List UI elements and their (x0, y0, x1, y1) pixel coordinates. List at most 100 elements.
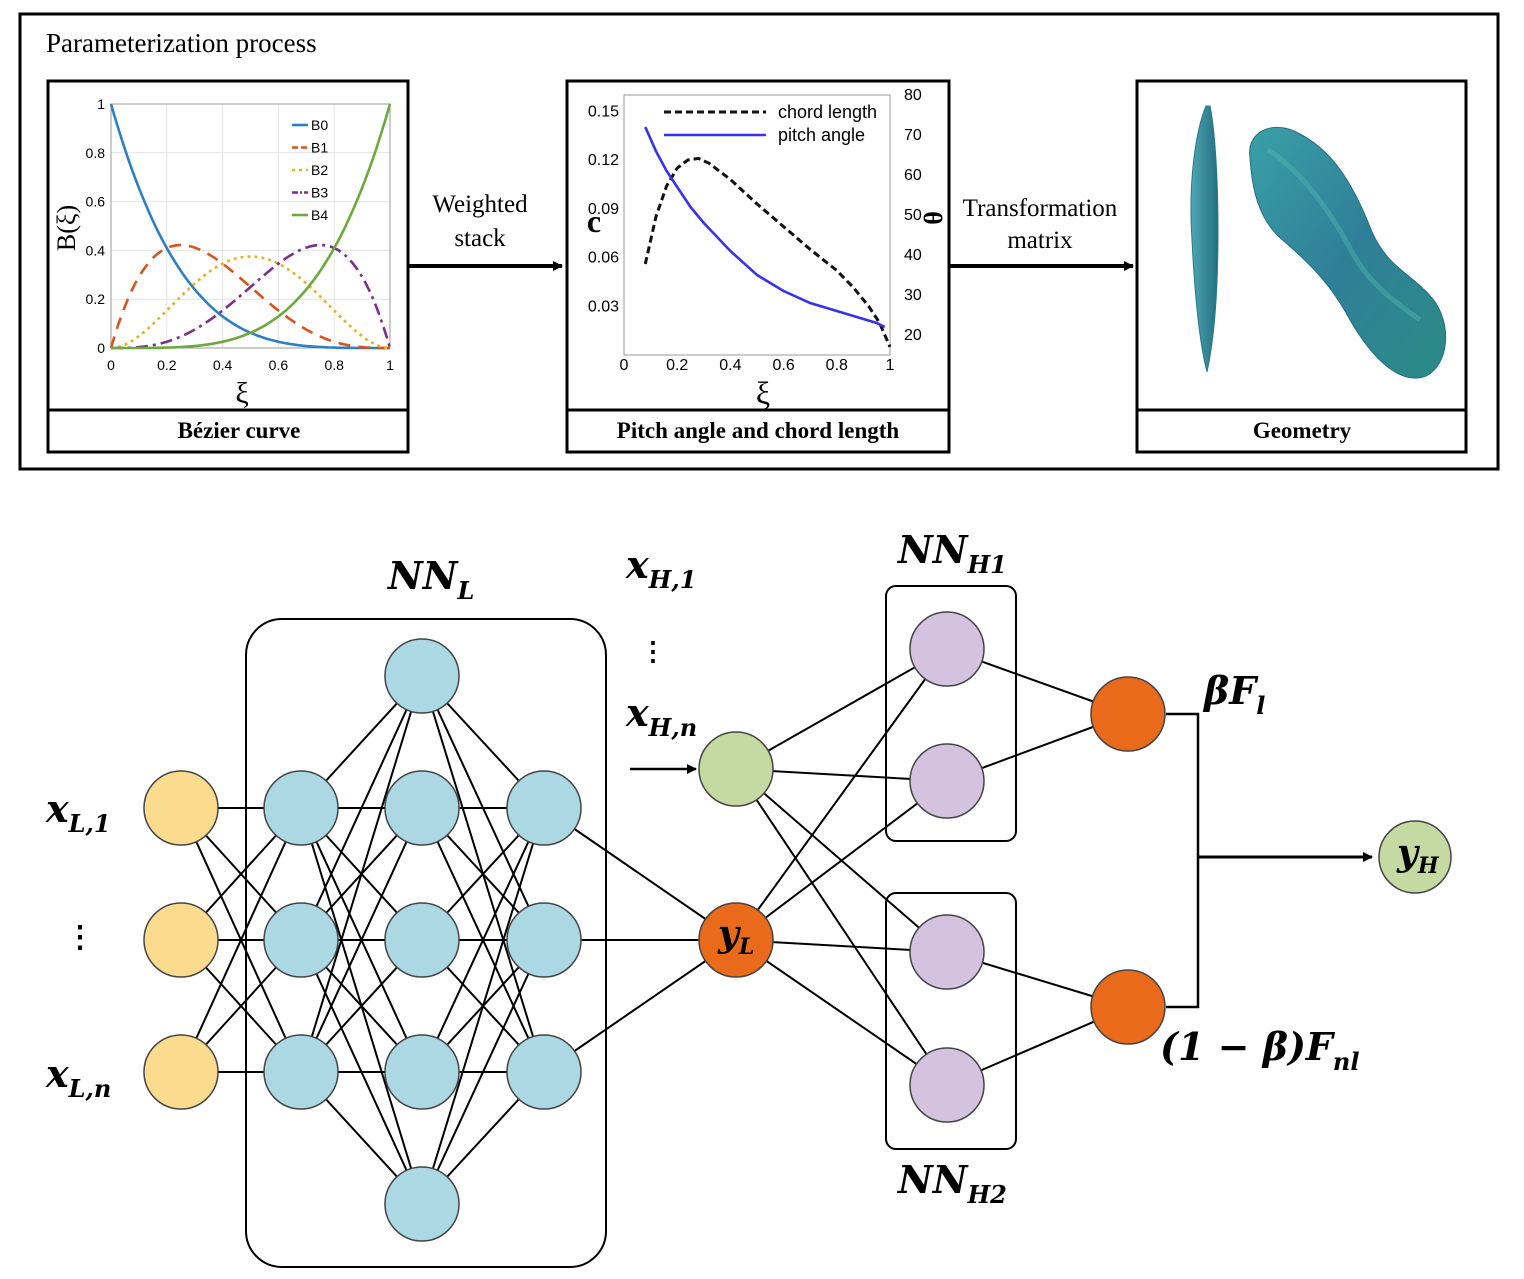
pitch-ylabel-left: c (587, 203, 601, 239)
bezier-legend-label: B3 (311, 185, 328, 201)
blade-side-view (1190, 105, 1219, 373)
bezier-caption: Bézier curve (178, 418, 301, 443)
x-hn-label: xH,n (625, 690, 697, 742)
x-h1-label: xH,1 (625, 542, 696, 594)
edge-hidden3-output (543, 807, 737, 941)
nn-h1-container (885, 585, 1017, 842)
bezier-axes (110, 103, 391, 349)
weighted-label: Weighted (432, 191, 528, 218)
high-fidelity-hidden-node (909, 611, 985, 687)
hidden-node (506, 770, 582, 846)
geometry-box: Geometry (1135, 79, 1468, 454)
hidden-node (506, 902, 582, 978)
edge-hidden2-hidden3 (421, 939, 545, 1205)
pitch-xtick: 0 (620, 357, 629, 374)
hidden-node (384, 902, 460, 978)
pitch-ytick-right: 30 (904, 287, 922, 304)
bezier-ytick: 0.2 (86, 291, 106, 307)
edge-hidden1-hidden2 (300, 675, 423, 1073)
pitch-axes (623, 94, 891, 356)
bezier-ytick: 0 (97, 340, 105, 356)
pitch-box: Pitch angle and chord length 0 0.2 0.4 0.6 0… (565, 79, 951, 454)
edge-hidden1-hidden2 (300, 807, 423, 1073)
x-l-vdots: ⋮ (65, 921, 95, 954)
nn-l-label: NNL (387, 553, 474, 605)
bezier-legend-label: B2 (311, 162, 328, 178)
matrix-label: matrix (1007, 227, 1073, 254)
high-fidelity-hidden-node (909, 743, 985, 819)
hidden-node (263, 770, 339, 846)
high-fidelity-hidden-node (909, 914, 985, 990)
nonlinear-fusion-node (1090, 969, 1166, 1045)
pitch-ytick-left: 0.03 (588, 298, 619, 315)
hidden-node (506, 1034, 582, 1110)
pitch-ytick-left: 0.09 (588, 201, 619, 218)
transformation-label: Transformation (963, 195, 1118, 222)
input-node (143, 902, 219, 978)
edge-to-high-fidelity (735, 768, 948, 1086)
nn-l-container (245, 618, 607, 1268)
pitch-legend-label: pitch angle (778, 125, 865, 145)
edge-hidden3-output (543, 939, 737, 1073)
bezier-xlabel: ξ (235, 377, 248, 410)
bezier-xtick: 0.6 (269, 357, 289, 373)
pitch-ytick-left: 0.06 (588, 250, 619, 267)
bezier-series-B3 (111, 243, 392, 350)
hidden-node (384, 638, 460, 714)
pitch-xlabel: ξ (756, 375, 770, 411)
pitch-caption: Pitch angle and chord length (617, 418, 900, 443)
y-h-node (1378, 820, 1452, 894)
parameterization-panel (18, 12, 1500, 471)
hidden-node (263, 1034, 339, 1110)
bezier-xtick: 1 (386, 357, 394, 373)
nn-h1-label: NNH1 (897, 527, 1007, 579)
blade-front-view (1249, 126, 1447, 379)
panel-title: Parameterization process (46, 28, 317, 58)
y-l-node (698, 902, 774, 978)
bezier-legend-label: B0 (311, 117, 328, 133)
pitch-xtick: 0.4 (719, 357, 741, 374)
hidden-node (384, 770, 460, 846)
pitch-xtick: 0.2 (666, 357, 688, 374)
network-nodes: yL yH (143, 611, 1452, 1242)
bezier-legend-label: B4 (311, 207, 328, 223)
pitch-ytick-right: 70 (904, 127, 922, 144)
bezier-legend-label: B1 (311, 140, 328, 156)
bezier-xtick: 0 (107, 357, 115, 373)
pitch-ytick-right: 40 (904, 247, 922, 264)
input-node (143, 770, 219, 846)
edge-input-hidden1 (180, 807, 302, 1073)
pitch-ytick-right: 20 (904, 327, 922, 344)
blade-twist-shading (1266, 147, 1422, 323)
high-fidelity-hidden-node (909, 1047, 985, 1123)
bezier-ylabel: B(ξ) (52, 205, 81, 251)
hidden-node (263, 902, 339, 978)
pitch-xtick: 1 (886, 357, 895, 374)
beta-fl-label: βFl (1202, 668, 1265, 720)
pitch-series-pitch (644, 126, 886, 329)
edge-to-high-fidelity (735, 648, 948, 770)
pitch-ytick-right: 60 (904, 167, 922, 184)
edge-to-high-fidelity (735, 780, 948, 941)
x-ln-label: xL,n (45, 1051, 111, 1103)
pitch-ytick-left: 0.12 (588, 152, 619, 169)
y-l-label: yL (717, 913, 754, 960)
hidden-node (384, 1166, 460, 1242)
edge-hidden2-hidden3 (421, 807, 545, 1073)
one-minus-beta-label: (1 − β)Fnl (1160, 1024, 1360, 1076)
pitch-ytick-right: 50 (904, 207, 922, 224)
input-node (143, 1034, 219, 1110)
hidden-node (384, 1034, 460, 1110)
bezier-series-B1 (109, 243, 390, 350)
nn-h2-label: NNH2 (897, 1157, 1007, 1209)
x-h-vdots: ⋮ (640, 637, 666, 666)
y-h-label: yH (1396, 832, 1440, 879)
x-l1-label: xL,1 (45, 786, 111, 838)
pitch-xtick: 0.6 (772, 357, 794, 374)
edge-hidden1-hidden2 (300, 675, 423, 941)
edge-hidden2-hidden3 (421, 807, 545, 1205)
